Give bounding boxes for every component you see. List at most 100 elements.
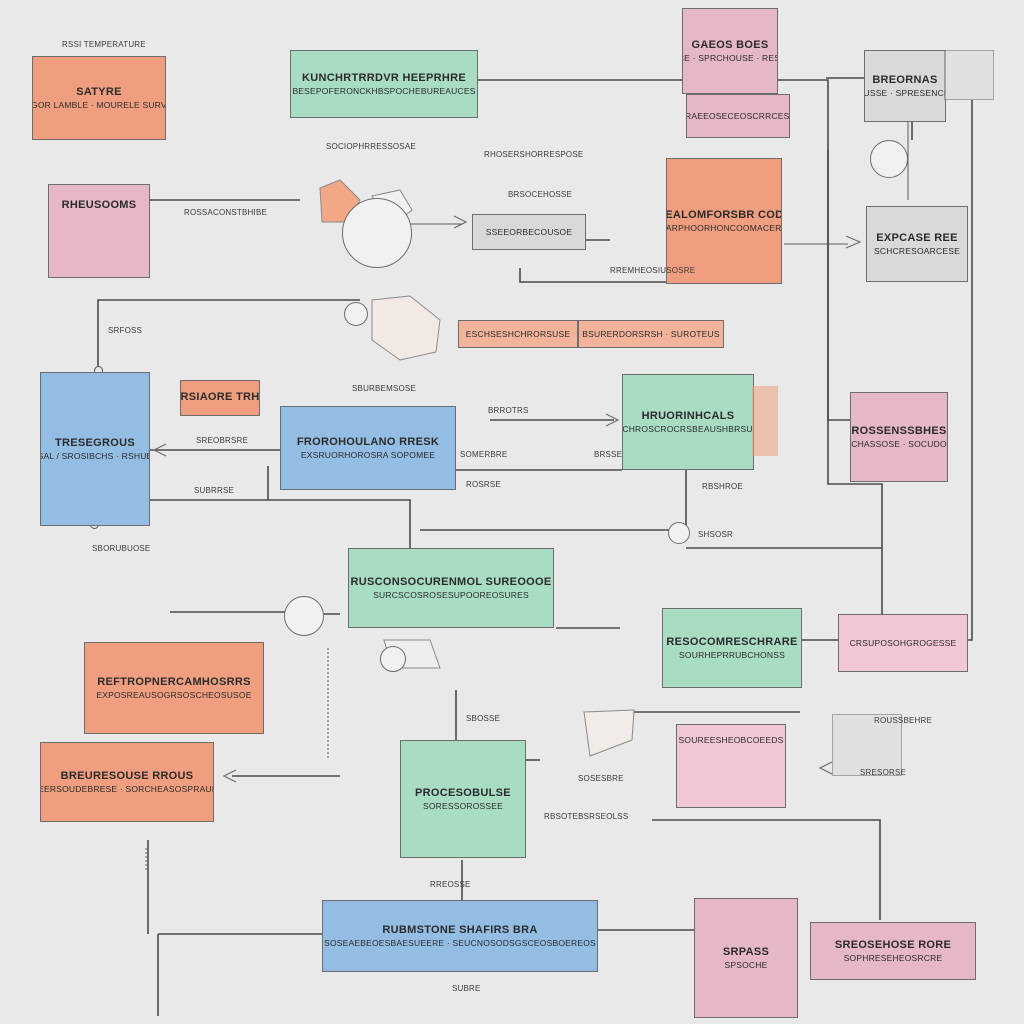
block-title: TRESEGROUS (54, 436, 135, 449)
block-subtitle: SORESSOROSSEE (422, 800, 504, 811)
block-subtitle: RHEUSSE · SPRESENCRHIE (864, 87, 945, 98)
connector (478, 79, 850, 421)
block[interactable]: RHEUSOOMS (48, 184, 150, 278)
block[interactable] (752, 386, 778, 456)
connector-label: SBURBEMSOSE (352, 384, 416, 393)
block-subtitle: SURCHROSCROCRSBEAUSHBRSUROC (622, 423, 753, 434)
connector (519, 268, 666, 283)
block-title: KUNCHRTRRDVR HEEPRHRE (302, 71, 466, 84)
connector-label: SBORUBUOSE (92, 544, 151, 553)
block[interactable]: RUSCONSOCURENMOL SUREOOOE SURCSCOSROSESU… (348, 548, 554, 628)
block-title: SATYRE (76, 85, 122, 98)
block-subtitle: SOSEAEBEOESBAESUEERE · SEUCNOSODSGSCEOSB… (324, 937, 596, 948)
block[interactable]: RSIAORE TRH (180, 380, 260, 416)
block[interactable]: REFTROPNERCAMHOSRRS EXPOSREAUSOGRSOSCHEO… (84, 642, 264, 734)
block[interactable]: SSEEORBECOUSOE (472, 214, 586, 250)
block-subtitle: SOURHEPRRUBCHONSS (679, 649, 785, 660)
block-title: GAEOS BOES (691, 38, 769, 51)
block-title: RESOCOMRESCHRARE (666, 635, 798, 648)
block[interactable]: PROCESOBULSE SORESSOROSSEE (400, 740, 526, 858)
decorative-shape (371, 295, 441, 361)
connector-label: BRSSE (594, 450, 623, 459)
circle-node (284, 596, 324, 636)
block-title: HRUORINHCALS (641, 409, 735, 422)
block-subtitle: WEGOR LAMBLE · MOURELE SURVISE (32, 99, 165, 110)
block-subtitle: SOUREESHEOBCOEEDS (678, 735, 784, 745)
block-title: RSIAORE TRH (180, 391, 260, 404)
connector (97, 299, 360, 370)
block[interactable]: SREOSEHOSE RORE SOPHRESEHEOSRCRE (810, 922, 976, 980)
decorative-shape (583, 709, 635, 757)
connector-label: SBOSSE (466, 714, 501, 723)
connector-label: SOMERBRE (460, 450, 508, 459)
block[interactable]: KUNCHRTRRDVR HEEPRHRE BESEPOFERONCKHBSPO… (290, 50, 478, 118)
connector-label: RBSOTEBSRSEOLSS (544, 812, 629, 821)
block[interactable]: ESCHSESHCHRORSUSE (458, 320, 578, 348)
connector-label: SOCIOPHRRESSOSAE (326, 142, 416, 151)
block-subtitle: SPARPHOORHONCOOMACEREE (666, 222, 782, 233)
block-title: FROROHOULANO RRESK (296, 435, 440, 448)
block[interactable]: ROSSENSSBHES SPRACHASSOSE · SOCUDORSBE (850, 392, 948, 482)
circle-node (344, 302, 368, 326)
block-caption: ROUSSBEHRE (874, 716, 933, 725)
block[interactable]: SOUREESHEOBCOEEDS (676, 724, 786, 808)
arrowhead (222, 769, 237, 783)
connector-label: SRFOSS (108, 326, 143, 335)
connector (827, 150, 883, 616)
connector-label: RREOSSE (430, 880, 471, 889)
block-title: REFTROPNERCAMHOSRRS (97, 675, 251, 688)
block-title: ROSSENSSBHES (851, 424, 947, 437)
block[interactable]: CRSUPOSOHGROGESSE (838, 614, 968, 672)
block[interactable]: SCHEALOMFORSBR CODRES SPARPHOORHONCOOMAC… (666, 158, 782, 284)
arrowhead (152, 443, 167, 457)
arrowhead (818, 761, 833, 775)
block-subtitle: SCHCRESOARCESE (874, 245, 960, 256)
connector-label: BRSOCEHOSSE (508, 190, 572, 199)
connector-label: SUBRE (452, 984, 481, 993)
block[interactable]: SRPASS SPSOCHE (694, 898, 798, 1018)
block[interactable]: RESOCOMRESCHRARE SOURHEPRRUBCHONSS (662, 608, 802, 688)
circle-node (342, 198, 412, 268)
block-subtitle: SSEEORBECOUSOE (485, 226, 573, 237)
block-subtitle: SPRACHASSOSE · SOCUDORSBE (851, 438, 947, 449)
block-title: RUSCONSOCURENMOL SUREOOOE (350, 575, 552, 588)
block[interactable]: BESUCRAEEOSECEOSCRRCESEOERO (686, 94, 790, 138)
connector-label: RREMHEOSIUSOSRE (610, 266, 696, 275)
block-subtitle: TROUSAL / SROSIBCHS · RSHUERCHE (41, 450, 149, 461)
block-title: PROCESOBULSE (415, 786, 511, 799)
block[interactable]: GAEOS BOES BROPURSCE · SPRCHOUSE · RESCH… (682, 8, 778, 94)
block-subtitle: SURCSCOSROSESUPOOREOSURES (373, 589, 529, 600)
block-title: RUBMSTONE SHAFIRS BRA (382, 923, 538, 936)
block-subtitle: BSURERDORSRSH · SUROTEUS (582, 328, 720, 339)
block-title: SREOSEHOSE RORE (834, 938, 952, 951)
block[interactable]: BREURESOUSE RROUS SUSCROEERSOUDEBRESE · … (40, 742, 214, 822)
connector (150, 499, 411, 548)
block-title: BREORNAS (872, 73, 938, 86)
block[interactable]: HRUORINHCALS SURCHROSCROCRSBEAUSHBRSUROC (622, 374, 754, 470)
arrowhead (453, 215, 468, 229)
block[interactable] (944, 50, 994, 100)
connector-label: RBSHROE (702, 482, 743, 491)
block[interactable]: BSURERDORSRSH · SUROTEUS (578, 320, 724, 348)
corner-label: RSSI TEMPERATURE (62, 40, 146, 49)
block-subtitle: BESEPOFERONCKHBSPOCHEBUREAUCES (292, 85, 476, 96)
connector (652, 819, 881, 920)
circle-node (668, 522, 690, 544)
connector-label: SREOBRSRE (196, 436, 249, 445)
block-title: EXPCASE REE (876, 231, 958, 244)
block[interactable]: EXPCASE REE SCHCRESOARCESE (866, 206, 968, 282)
block[interactable]: RUBMSTONE SHAFIRS BRA SOSEAEBEOESBAESUEE… (322, 900, 598, 972)
block[interactable]: BREORNAS RHEUSSE · SPRESENCRHIE (864, 50, 946, 122)
connector-label: SOSESBRE (578, 774, 624, 783)
block-title: SRPASS (722, 945, 770, 958)
connector-label: SRESORSE (860, 768, 907, 777)
block-subtitle: BESUCRAEEOSECEOSCRRCESEOERO (687, 110, 790, 121)
block[interactable] (832, 714, 902, 776)
block[interactable]: TRESEGROUS TROUSAL / SROSIBCHS · RSHUERC… (40, 372, 150, 526)
arrowhead (845, 235, 862, 249)
block[interactable]: SATYRE WEGOR LAMBLE · MOURELE SURVISE (32, 56, 166, 140)
block[interactable]: FROROHOULANO RRESK EXSRUORHOROSRA SOPOME… (280, 406, 456, 490)
block-subtitle: CRSUPOSOHGROGESSE (849, 637, 957, 648)
block-subtitle: EXPOSREAUSOGRSOSCHEOSUSOE (96, 689, 252, 700)
